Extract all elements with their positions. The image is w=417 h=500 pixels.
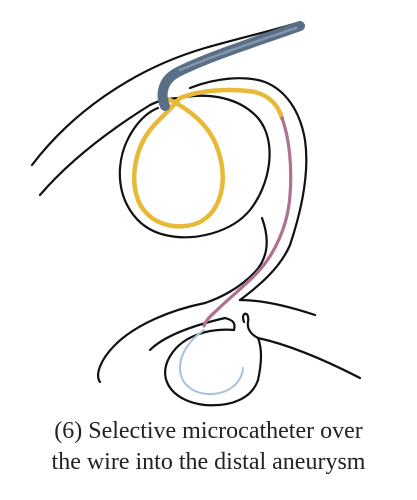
caption-line-2: the wire into the distal aneurysm — [51, 449, 366, 475]
coil-wire-in-proximal-aneurysm — [131, 87, 285, 229]
distal-aneurysm-neck-right — [242, 312, 260, 340]
caption-line-1: (6) Selective microcatheter over — [54, 418, 363, 444]
proximal-aneurysm-sac — [118, 94, 271, 239]
lower-branch-outer-wall — [97, 301, 207, 384]
microcatheter — [202, 116, 293, 328]
lower-branch-inner-wall — [148, 316, 227, 352]
right-branch-lower-wall — [256, 336, 362, 380]
descending-vessel-left-wall — [203, 216, 268, 305]
vessel-illustration — [30, 20, 362, 407]
distal-aneurysm-sac — [164, 328, 263, 407]
distal-wire — [178, 329, 244, 396]
parent-vessel-inner-wall — [38, 96, 182, 197]
guide-catheter-highlight — [178, 26, 298, 72]
parent-vessel-upper-right-wall — [188, 77, 308, 302]
distal-aneurysm-neck-left — [223, 316, 236, 332]
figure-caption: (6) Selective microcatheter over the wir… — [0, 416, 417, 478]
right-branch-upper-wall — [238, 298, 317, 317]
guide-catheter — [157, 21, 305, 111]
parent-vessel-outer-wall — [30, 20, 302, 167]
